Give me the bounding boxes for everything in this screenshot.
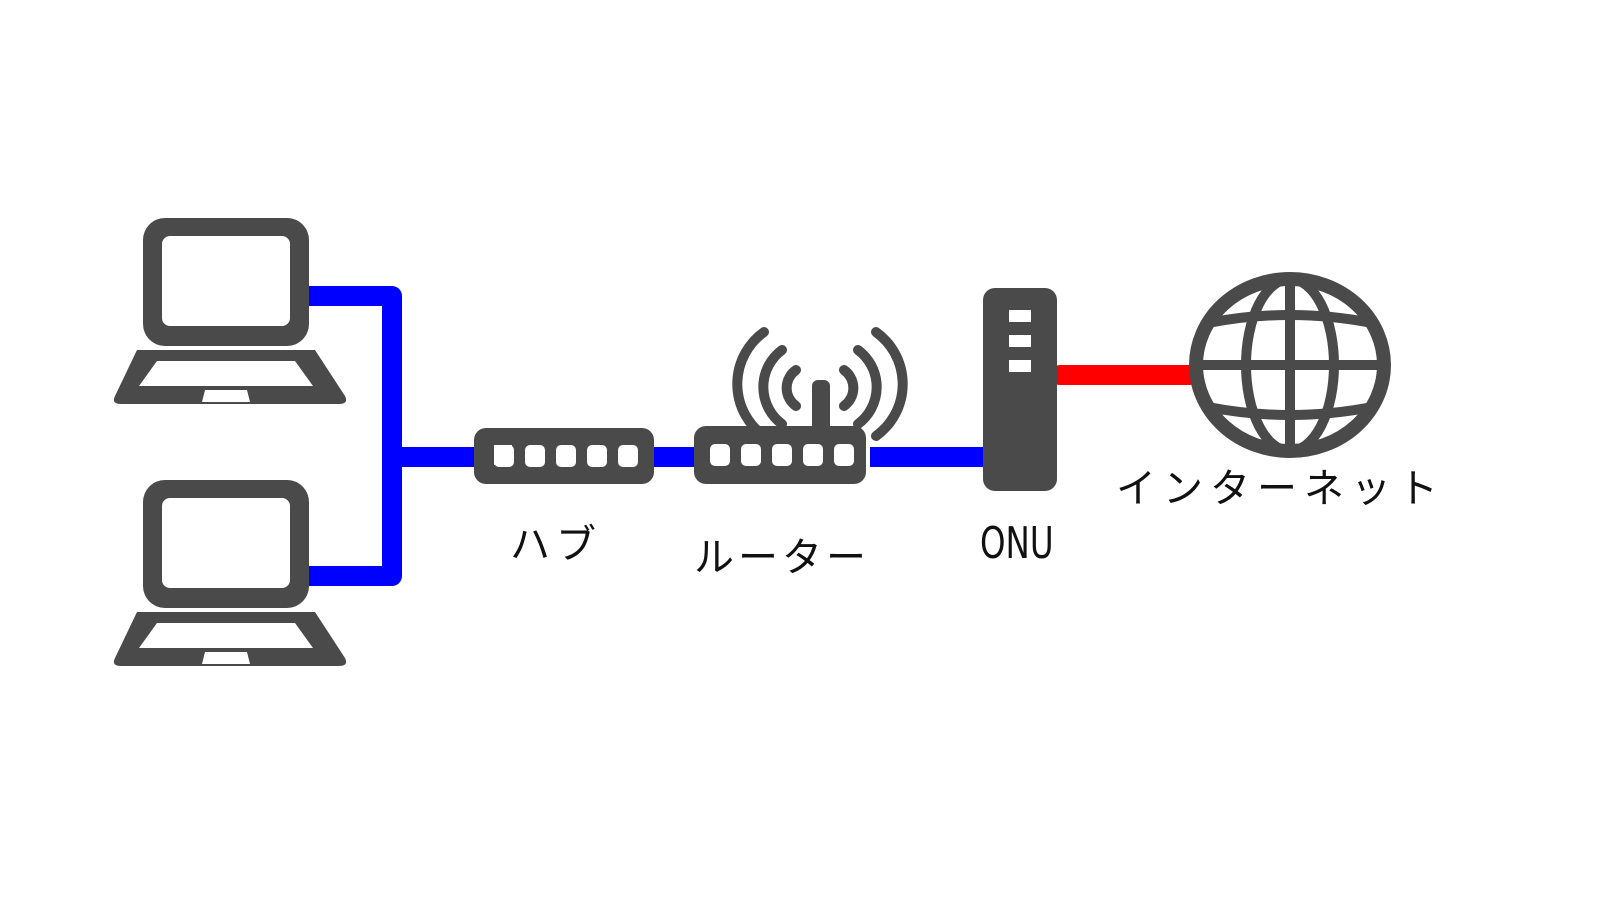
globe-icon [1189,272,1391,458]
hub-label: ハブ [510,522,602,568]
wifi-router-icon [694,327,908,484]
router-label: ルーター [694,535,870,581]
cables [300,286,1200,586]
internet-label: インターネット [1116,466,1445,512]
onu-label: ONU [980,518,1054,569]
cable-pc2-to-hub [300,440,402,586]
onu-icon [983,288,1057,491]
cable-pc1-to-hub [300,286,402,454]
hub-icon [474,428,654,484]
router-ports [710,444,854,466]
laptop-icon [113,218,347,404]
hub-ports [494,445,638,467]
onu-indicators [1009,310,1031,372]
laptop-icon [113,480,347,666]
